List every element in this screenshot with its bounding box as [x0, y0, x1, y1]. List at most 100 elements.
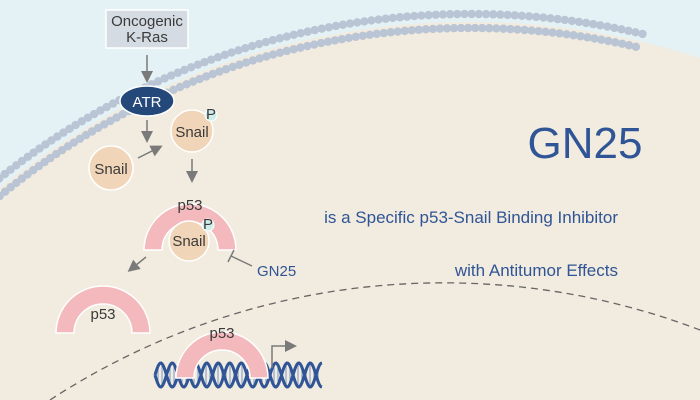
membrane-lipid [153, 77, 163, 86]
gn25-inhibitor-label: GN25 [257, 263, 296, 280]
membrane-lipid [603, 22, 612, 31]
membrane-lipid [247, 41, 257, 51]
membrane-lipid [449, 23, 459, 33]
membrane-lipid [220, 50, 230, 60]
membrane-lipid [562, 30, 571, 39]
arrow-snail-phosphorylation [137, 145, 163, 159]
membrane-lipid [303, 27, 312, 36]
membrane-lipid [541, 27, 550, 37]
membrane-lipid [221, 65, 231, 74]
membrane-lipid [102, 102, 111, 112]
snail-label: Snail [94, 161, 127, 178]
membrane-lipid [474, 9, 484, 19]
membrane-lipid [83, 113, 93, 122]
membrane-lipid [215, 67, 224, 76]
membrane-lipid [167, 71, 176, 80]
membrane-lipid [106, 116, 115, 126]
membrane-lipid [499, 24, 508, 33]
membrane-lipid [248, 56, 258, 65]
membrane-lipid [118, 110, 127, 119]
p53-complex-label: p53 [177, 197, 202, 214]
membrane-lipid [208, 69, 217, 79]
membrane-lipid [268, 35, 278, 45]
membrane-lipid [12, 161, 21, 170]
membrane-lipid [539, 13, 548, 22]
membrane-lipid [296, 43, 305, 52]
membrane-lipid [360, 17, 369, 26]
snail-node: Snail [88, 145, 134, 191]
membrane-lipid [261, 37, 271, 47]
membrane-lipid [367, 16, 376, 25]
membrane-lipid [254, 39, 264, 49]
membrane-lipid [597, 35, 606, 44]
membrane-lipid [351, 32, 361, 42]
membrane-lipid [71, 120, 80, 130]
membrane-lipid [506, 24, 515, 34]
membrane-lipid [492, 24, 501, 33]
membrane-lipid [546, 14, 555, 23]
membrane-lipid [337, 34, 347, 44]
membrane-lipid [596, 21, 605, 30]
oncogenic-label: Oncogenic [111, 13, 183, 30]
membrane-lipid [303, 41, 312, 51]
membrane-lipid [275, 34, 285, 43]
membrane-lipid [510, 11, 519, 20]
membrane-lipid [201, 72, 211, 81]
membrane-lipid [567, 16, 577, 26]
membrane-lipid [262, 52, 271, 61]
membrane-lipid [310, 40, 319, 49]
membrane-lipid [241, 43, 250, 53]
membrane-lipid [65, 124, 74, 133]
membrane-lipid [289, 45, 298, 54]
membrane-lipid [89, 109, 99, 119]
membrane-lipid [445, 10, 455, 19]
membrane-lipid [29, 148, 38, 157]
membrane-lipid [503, 10, 512, 20]
membrane-lipid [424, 10, 433, 20]
membrane-lipid [186, 63, 196, 72]
p53-snail-complex: p53 Snail P [143, 197, 237, 262]
membrane-lipid [513, 25, 522, 34]
membrane-lipid [485, 24, 494, 33]
membrane-lipid [175, 82, 185, 92]
gn25-inhibition: GN25 [227, 249, 296, 280]
membrane-lipid [358, 31, 367, 40]
oncogenic-kras-box: Oncogenic K-Ras [105, 9, 189, 49]
membrane-lipid [574, 17, 584, 27]
membrane-lipid [428, 24, 438, 34]
membrane-lipid [460, 9, 469, 19]
membrane-lipid [379, 28, 388, 38]
membrane-lipid [160, 74, 169, 83]
membrane-lipid [393, 27, 402, 36]
free-p53-label: p53 [90, 306, 115, 323]
membrane-lipid [489, 10, 498, 19]
membrane-lipid [41, 140, 50, 149]
membrane-lipid [532, 12, 541, 22]
membrane-lipid [555, 29, 564, 38]
dna-bound-p53: p53 [175, 325, 269, 379]
membrane-lipid [108, 99, 118, 108]
membrane-lipid [517, 11, 527, 20]
membrane-lipid [0, 169, 10, 179]
bound-snail-label: Snail [172, 233, 205, 250]
membrane-lipid [478, 23, 487, 33]
membrane-lipid [381, 14, 390, 23]
membrane-lipid [338, 20, 348, 29]
membrane-lipid [317, 24, 327, 33]
membrane-lipid [386, 28, 395, 37]
membrane-lipid [282, 32, 291, 41]
membrane-lipid [87, 127, 97, 136]
membrane-lipid [463, 23, 473, 33]
membrane-lipid [331, 21, 341, 31]
membrane-lipid [296, 28, 305, 38]
membrane-lipid [456, 23, 466, 33]
membrane-lipid [344, 33, 354, 43]
membrane-lipid [316, 38, 326, 48]
membrane-lipid [47, 136, 56, 145]
membrane-lipid [235, 60, 244, 69]
membrane-lipid [93, 123, 103, 133]
membrane-lipid [169, 85, 178, 94]
bound-phospho-badge: P [203, 216, 213, 233]
membrane-lipid [388, 13, 397, 23]
membrane-lipid [496, 10, 505, 19]
